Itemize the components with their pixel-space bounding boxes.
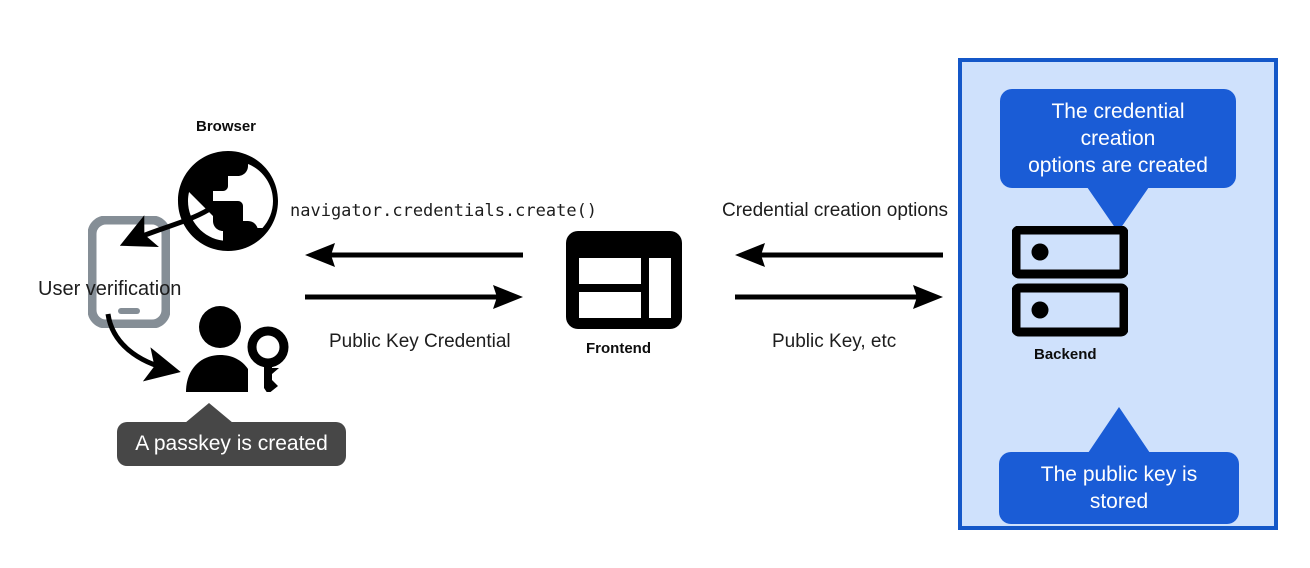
arrow-frontend-from-backend [735, 243, 943, 267]
flow-label-public-key-credential: Public Key Credential [329, 331, 511, 352]
tooltip-tail-icon [185, 403, 233, 423]
web-layout-icon [566, 231, 682, 329]
callout-tail-up-icon [1088, 407, 1150, 453]
callout-bottom-line2: stored [1089, 490, 1149, 513]
passkey-created-tooltip: A passkey is created [117, 403, 346, 466]
flow-label-navigator-create: navigator.credentials.create() [290, 201, 598, 221]
arrow-browser-from-frontend [305, 243, 523, 267]
callout-top-line2: options are created [1028, 154, 1208, 177]
arrow-backend-from-frontend [735, 285, 943, 309]
callout-public-key-stored: The public key is stored [999, 407, 1239, 524]
globe-icon [168, 141, 288, 261]
callout-tail-down-icon [1087, 187, 1149, 232]
callout-credential-creation-options: The credential creation options are crea… [1000, 89, 1236, 232]
server-rack-icon [1011, 225, 1129, 338]
curved-connector-arrows [80, 130, 340, 410]
arrow-frontend-from-browser [305, 285, 523, 309]
backend-label: Backend [1034, 346, 1097, 363]
user-verification-label: User verification [38, 278, 182, 300]
frontend-label: Frontend [586, 340, 651, 357]
tooltip-text: A passkey is created [135, 432, 328, 455]
callout-top-line1: The credential creation [1051, 100, 1185, 150]
browser-label: Browser [196, 118, 257, 135]
flow-label-credential-creation-options: Credential creation options [722, 200, 949, 221]
person-with-key-icon [186, 306, 292, 394]
callout-bottom-line1: The public key is [1040, 463, 1198, 486]
flow-label-public-key-etc: Public Key, etc [772, 331, 897, 352]
